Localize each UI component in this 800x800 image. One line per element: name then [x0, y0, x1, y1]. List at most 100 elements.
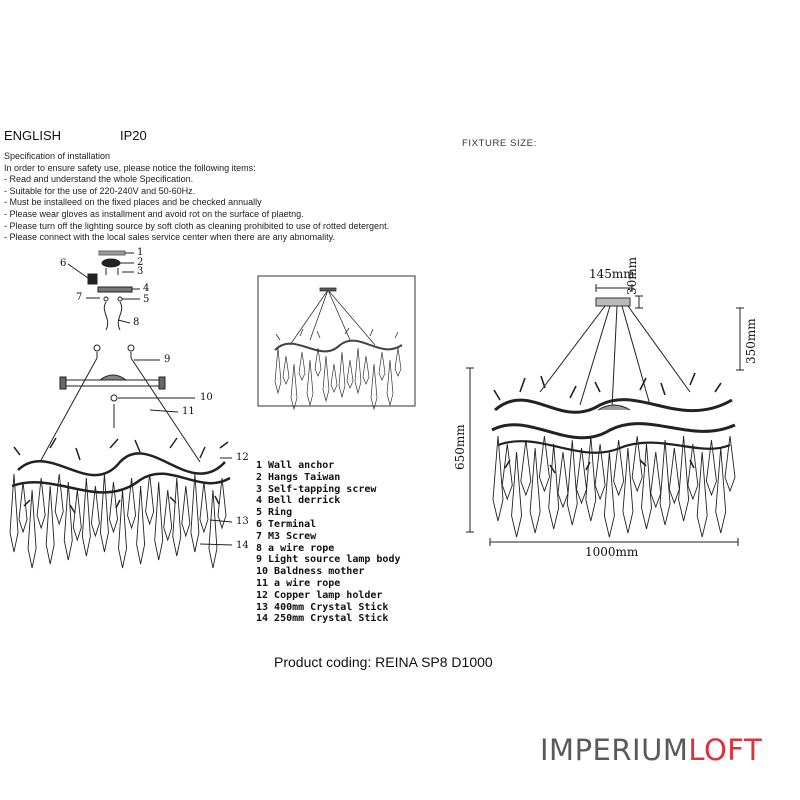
- crystal-drop: [650, 451, 662, 509]
- dim-canopy-height: 30mm: [625, 256, 639, 295]
- spec-line: - Please wear gloves as installment and …: [4, 208, 304, 219]
- crystal-drop: [724, 435, 736, 493]
- crystal-drop: [9, 473, 19, 553]
- crystal-drop: [45, 485, 55, 565]
- dim-canopy-width: 145mm: [589, 267, 635, 281]
- crystal-drop: [576, 447, 587, 505]
- callout-9: 9: [164, 354, 171, 365]
- callout-3: 3: [137, 266, 144, 277]
- list-item: 3 Self-tapping screw: [256, 483, 377, 495]
- crystal-drop: [54, 473, 64, 526]
- crystal-drop: [378, 351, 386, 381]
- spec-line: - Please turn off the lighting source by…: [4, 220, 390, 231]
- spec-line: - Please connect with the local sales se…: [4, 232, 336, 243]
- crystal-drop: [529, 447, 541, 534]
- crystal-drop: [274, 347, 282, 395]
- callout-2: 2: [137, 257, 144, 268]
- crystal-drop: [705, 439, 717, 497]
- crystal-drop: [181, 485, 191, 538]
- crystal-drop: [306, 359, 314, 407]
- crystal-drop: [90, 485, 100, 538]
- callout-14: 14: [236, 540, 249, 551]
- callout-10: 10: [200, 392, 213, 403]
- list-item: 7 M3 Screw: [256, 530, 317, 542]
- crystal-drop: [172, 477, 182, 557]
- crystal-drop: [298, 351, 306, 381]
- language-label: ENGLISH: [4, 128, 62, 143]
- crystal-drop: [548, 443, 560, 530]
- crystal-drop: [370, 363, 378, 411]
- crystal-drop: [154, 481, 164, 561]
- crystal-drop: [362, 355, 370, 385]
- callout-5: 5: [143, 294, 150, 305]
- crystal-drop: [314, 347, 322, 377]
- crystal-drop: [338, 351, 346, 399]
- crystal-drop: [394, 347, 402, 377]
- spec-line: - Must be installeed on the fixed places…: [4, 197, 262, 208]
- crystal-drop: [631, 435, 643, 493]
- crystal-drop: [208, 489, 218, 569]
- crystal-drop: [678, 435, 690, 522]
- crystal-drop: [136, 485, 146, 565]
- crystal-drop: [566, 439, 578, 526]
- crystal-drop: [36, 477, 46, 530]
- list-item: 13 400mm Crystal Stick: [256, 601, 389, 613]
- list-item: 9 Light source lamp body: [256, 554, 401, 566]
- list-item: 8 a wire rope: [256, 542, 335, 554]
- crystal-drop: [557, 451, 569, 509]
- crystal-drop: [696, 451, 708, 538]
- crystal-drop: [346, 359, 354, 389]
- crystal-drop: [145, 473, 155, 526]
- crystal-drop: [492, 435, 504, 522]
- crystal-drop: [687, 443, 699, 501]
- crystal-drop: [668, 447, 680, 505]
- crystal-drop: [290, 363, 298, 411]
- ip-rating-label: IP20: [120, 128, 147, 143]
- callout-7: 7: [76, 292, 83, 303]
- list-item: 2 Hangs Taiwan: [256, 471, 341, 483]
- crystal-drop: [386, 359, 394, 407]
- crystal-drop: [594, 443, 606, 501]
- list-item: 12 Copper lamp holder: [256, 589, 383, 601]
- parts-list: 1 Wall anchor 2 Hangs Taiwan 3 Self-tapp…: [256, 460, 401, 625]
- crystal-drop: [118, 489, 127, 569]
- list-item: 5 Ring: [256, 507, 293, 519]
- crystal-drop: [354, 347, 362, 395]
- callout-11: 11: [182, 406, 195, 417]
- fixture-size-label: FIXTURE SIZE:: [462, 138, 537, 149]
- callout-6: 6: [60, 258, 67, 269]
- crystal-drop: [330, 363, 338, 393]
- crystal-drop: [217, 477, 227, 530]
- product-coding: Product coding: REINA SP8 D1000: [274, 654, 493, 670]
- dim-height: 650mm: [453, 424, 467, 470]
- callout-4: 4: [143, 283, 150, 294]
- dim-width: 1000mm: [585, 545, 639, 559]
- crystal-drop: [72, 489, 82, 542]
- crystal-drop: [18, 481, 28, 534]
- crystal-drop: [511, 451, 523, 538]
- crystal-drop: [63, 481, 73, 561]
- brand-part2: LOFT: [688, 733, 763, 767]
- spec-line: In order to ensure safety use, please no…: [4, 162, 256, 173]
- crystal-drop: [613, 439, 625, 497]
- crystal-drop: [520, 439, 532, 497]
- list-item: 11 a wire rope: [256, 577, 341, 589]
- callout-1: 1: [137, 247, 144, 258]
- callout-8: 8: [133, 317, 140, 328]
- crystal-drop: [715, 447, 727, 534]
- dim-drop: 350mm: [744, 318, 758, 364]
- crystal-drop: [27, 489, 37, 569]
- installation-spec: Specification of installation In order t…: [4, 151, 389, 244]
- crystal-drop: [127, 477, 137, 530]
- spec-line: - Read and understand the whole Specific…: [4, 174, 194, 185]
- spec-line: - Suitable for the use of 220-240V and 5…: [4, 185, 196, 196]
- callout-13: 13: [236, 516, 249, 527]
- crystal-drop: [501, 443, 513, 501]
- spec-line: Specification of installation: [4, 151, 111, 161]
- crystal-drop: [99, 473, 109, 553]
- crystal-drop: [190, 473, 200, 553]
- list-item: 10 Baldness mother: [256, 566, 365, 578]
- crystal-drop: [199, 481, 209, 534]
- crystal-drop: [81, 477, 91, 557]
